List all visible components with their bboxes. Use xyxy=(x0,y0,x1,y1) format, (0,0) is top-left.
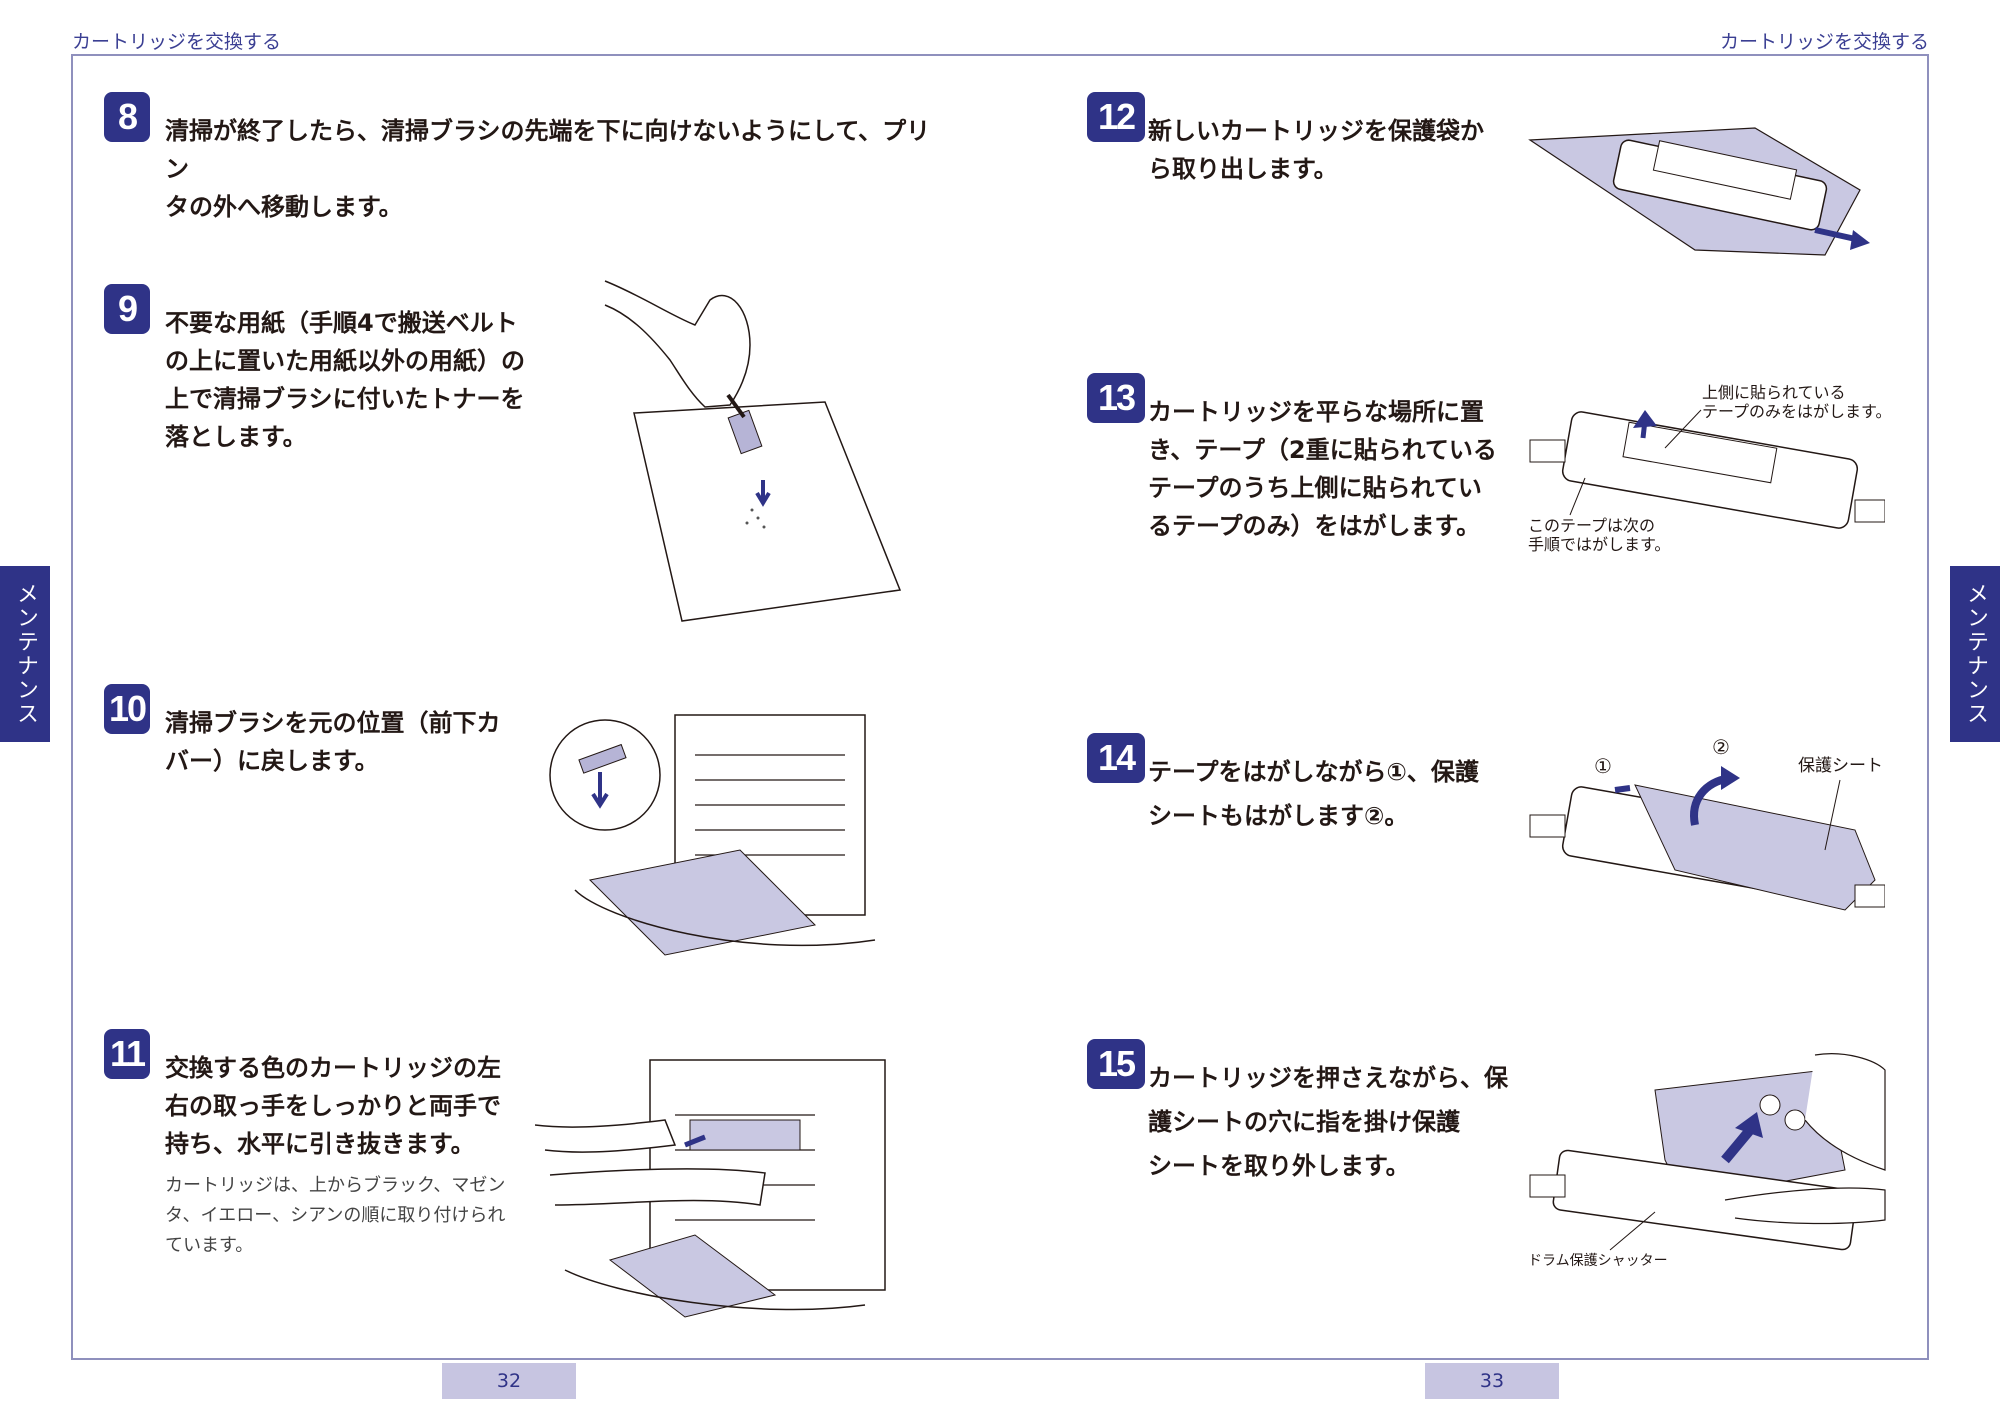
step-14-number: 14 xyxy=(1087,733,1145,783)
step-14-text: テープをはがしながら①、保護 シートもはがします②。 xyxy=(1148,750,1518,838)
text-line: 清掃ブラシを元の位置（前下カ xyxy=(165,709,501,737)
step-9-number: 9 xyxy=(104,284,150,334)
tape-bottom-callout: このテープは次の 手順ではがします。 xyxy=(1528,516,1670,554)
side-tab-right: メンテナンス xyxy=(1950,566,2000,742)
callout-line: テープのみをはがします。 xyxy=(1702,402,1892,421)
brush-return-illustration xyxy=(549,714,876,956)
text-line: 不要な用紙（手順4で搬送ベルト xyxy=(165,309,518,337)
text-line: 交換する色のカートリッジの左 xyxy=(165,1054,501,1082)
text-line: バー）に戻します。 xyxy=(165,747,379,775)
callout-line: 手順ではがします。 xyxy=(1528,535,1671,554)
step-12-number: 12 xyxy=(1087,92,1145,142)
circle-1-label: ① xyxy=(1594,754,1612,778)
cartridge-tape-illustration xyxy=(1529,409,1885,529)
text-line: 右の取っ手をしっかりと両手で xyxy=(165,1092,501,1120)
text-line: カートリッジを平らな場所に置 xyxy=(1148,398,1484,426)
text-line: シートもはがします②。 xyxy=(1148,802,1409,830)
text-line: 護シートの穴に指を掛け保護 xyxy=(1148,1108,1460,1136)
step-9-text: 不要な用紙（手順4で搬送ベルト の上に置いた用紙以外の用紙）の 上で清掃ブラシに… xyxy=(165,304,545,456)
text-line: 落とします。 xyxy=(165,423,307,451)
cartridge-peel-sheet-illustration xyxy=(1529,766,1885,911)
cartridge-removal-illustration xyxy=(535,1059,886,1318)
protect-sheet-label: 保護シート xyxy=(1798,756,1883,776)
brush-over-paper-illustration xyxy=(604,280,902,622)
step-10-number: 10 xyxy=(104,684,150,734)
note-line: タ、イエロー、シアンの順に取り付けられ xyxy=(165,1205,506,1226)
running-header-right: カートリッジを交換する xyxy=(1719,31,1929,53)
text-line: ら取り出します。 xyxy=(1148,155,1338,183)
page-number-right: 33 xyxy=(1425,1363,1559,1399)
cartridge-from-bag-illustration xyxy=(1528,127,1870,256)
step-12-text: 新しいカートリッジを保護袋か ら取り出します。 xyxy=(1148,112,1518,188)
text-line: テープのうち上側に貼られてい xyxy=(1148,474,1482,502)
text-line: 新しいカートリッジを保護袋か xyxy=(1148,117,1484,145)
step-8-number: 8 xyxy=(104,92,150,142)
step-11-text: 交換する色のカートリッジの左 右の取っ手をしっかりと両手で 持ち、水平に引き抜き… xyxy=(165,1049,545,1163)
page-number-left: 32 xyxy=(442,1363,576,1399)
step-11-number: 11 xyxy=(104,1029,150,1079)
step-8-text: 清掃が終了したら、清掃ブラシの先端を下に向けないようにして、プリン タの外へ移動… xyxy=(165,112,945,226)
text-line: タの外へ移動します。 xyxy=(165,193,403,221)
callout-line: このテープは次の xyxy=(1528,516,1656,535)
text-line: き、テープ（2重に貼られている xyxy=(1148,436,1497,464)
page-frame xyxy=(71,54,1929,1360)
callout-line: 上側に貼られている xyxy=(1702,383,1846,402)
step-13-number: 13 xyxy=(1087,373,1145,423)
text-line: 持ち、水平に引き抜きます。 xyxy=(165,1130,475,1158)
step-10-text: 清掃ブラシを元の位置（前下カ バー）に戻します。 xyxy=(165,704,545,780)
text-line: シートを取り外します。 xyxy=(1148,1152,1410,1180)
text-line: 上で清掃ブラシに付いたトナーを xyxy=(165,385,525,413)
tape-top-callout: 上側に貼られている テープのみをはがします。 xyxy=(1702,383,1891,421)
note-line: カートリッジは、上からブラック、マゼン xyxy=(165,1175,506,1196)
text-line: るテープのみ）をはがします。 xyxy=(1148,512,1481,540)
drum-shutter-label: ドラム保護シャッター xyxy=(1528,1253,1668,1269)
running-header-left: カートリッジを交換する xyxy=(72,31,282,53)
text-line: 清掃が終了したら、清掃ブラシの先端を下に向けないようにして、プリン xyxy=(165,117,931,183)
step-11-note: カートリッジは、上からブラック、マゼン タ、イエロー、シアンの順に取り付けられ … xyxy=(165,1171,545,1261)
cartridge-remove-sheet-illustration xyxy=(1529,1053,1886,1251)
step-15-text: カートリッジを押さえながら、保 護シートの穴に指を掛け保護 シートを取り外します… xyxy=(1148,1056,1518,1188)
text-line: の上に置いた用紙以外の用紙）の xyxy=(165,347,525,375)
text-line: カートリッジを押さえながら、保 xyxy=(1148,1064,1508,1092)
step-13-text: カートリッジを平らな場所に置 き、テープ（2重に貼られている テープのうち上側に… xyxy=(1148,393,1518,545)
note-line: ています。 xyxy=(165,1235,254,1256)
side-tab-left: メンテナンス xyxy=(0,566,50,742)
text-line: テープをはがしながら①、保護 xyxy=(1148,758,1479,786)
circle-2-label: ② xyxy=(1712,735,1730,759)
step-15-number: 15 xyxy=(1087,1039,1145,1089)
